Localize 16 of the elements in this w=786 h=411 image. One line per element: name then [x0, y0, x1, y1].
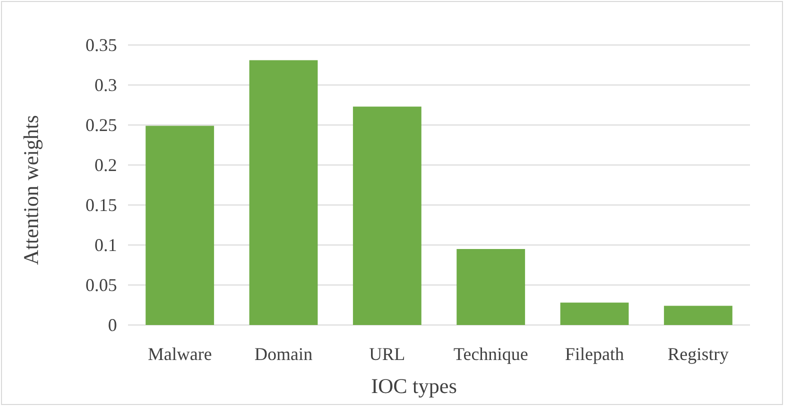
- category-label: Filepath: [565, 344, 624, 364]
- axis-tick-label: 0.05: [86, 275, 117, 295]
- axis-tick-label: 0.1: [94, 235, 117, 255]
- axis-tick-label: 0.2: [94, 155, 117, 175]
- axis-tick-label: 0.35: [86, 35, 117, 55]
- category-label: Domain: [254, 344, 312, 364]
- axis-title: IOC types: [371, 374, 457, 398]
- category-label: URL: [369, 344, 406, 364]
- axis-tick-label: 0.15: [86, 195, 117, 215]
- category-label: Malware: [148, 344, 212, 364]
- category-label: Technique: [453, 344, 528, 364]
- axis-tick-label: 0.25: [86, 115, 117, 135]
- axis-tick-label: 0: [108, 315, 117, 335]
- axis-tick-label: 0.3: [94, 75, 117, 95]
- category-label: Registry: [668, 344, 729, 364]
- axis-title: Attention weights: [19, 115, 43, 265]
